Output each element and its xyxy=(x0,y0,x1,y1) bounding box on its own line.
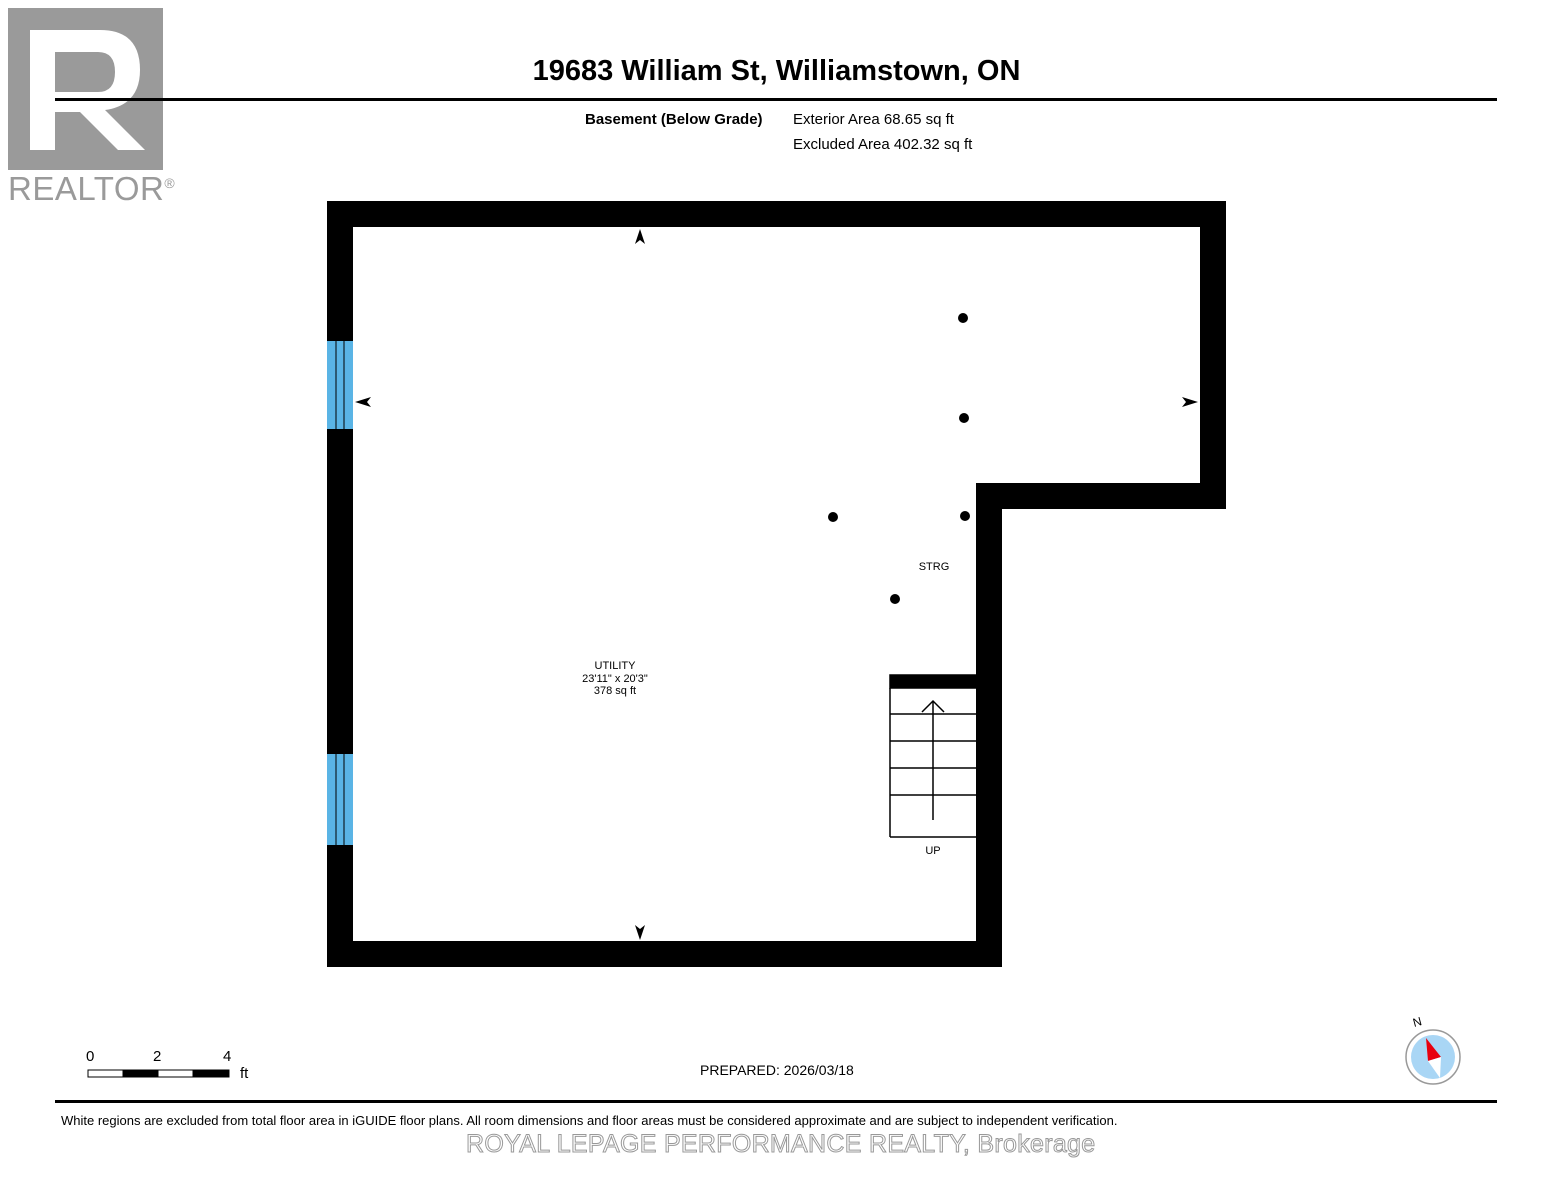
prepared-date: PREPARED: 2026/03/18 xyxy=(700,1062,854,1078)
compass-north-label: N xyxy=(1411,1014,1424,1030)
scale-tick: 4 xyxy=(223,1048,232,1065)
post xyxy=(828,512,838,522)
floor-label: Basement (Below Grade) xyxy=(585,111,763,128)
window xyxy=(327,341,353,429)
realtor-wordmark: REALTOR® xyxy=(8,170,176,207)
arrow-down-icon xyxy=(635,925,645,940)
stairs-label: UP xyxy=(925,845,941,857)
exterior-area: Exterior Area 68.65 sq ft xyxy=(793,111,954,128)
scale-tick: 2 xyxy=(153,1048,162,1065)
room-label-strg: STRG xyxy=(918,561,950,573)
stairs xyxy=(889,674,977,838)
post xyxy=(958,313,968,323)
scale-bar xyxy=(87,1069,230,1078)
post xyxy=(959,413,969,423)
watermark: ROYAL LEPAGE PERFORMANCE REALTY, Brokera… xyxy=(465,1130,1096,1159)
arrow-left-icon xyxy=(355,397,371,407)
scale-unit: ft xyxy=(240,1065,249,1082)
divider xyxy=(55,1100,1497,1103)
room-dimensions: 23'11" x 20'3" xyxy=(582,672,648,685)
page-title: 19683 William St, Williamstown, ON xyxy=(532,55,1021,87)
arrow-up-icon xyxy=(635,229,645,244)
arrow-right-icon xyxy=(1182,397,1198,407)
disclaimer: White regions are excluded from total fl… xyxy=(61,1113,1118,1128)
scale-tick: 0 xyxy=(86,1048,95,1065)
room-area: 378 sq ft xyxy=(593,685,637,697)
post xyxy=(960,511,970,521)
divider xyxy=(55,98,1497,101)
realtor-logo xyxy=(8,8,163,170)
compass-icon xyxy=(1405,1029,1461,1085)
window xyxy=(327,754,353,845)
excluded-area: Excluded Area 402.32 sq ft xyxy=(793,136,973,153)
room-name: UTILITY xyxy=(594,660,636,672)
post xyxy=(890,594,900,604)
walls xyxy=(327,201,1226,967)
room-label-utility: UTILITY 23'11" x 20'3" 378 sq ft xyxy=(560,660,670,698)
